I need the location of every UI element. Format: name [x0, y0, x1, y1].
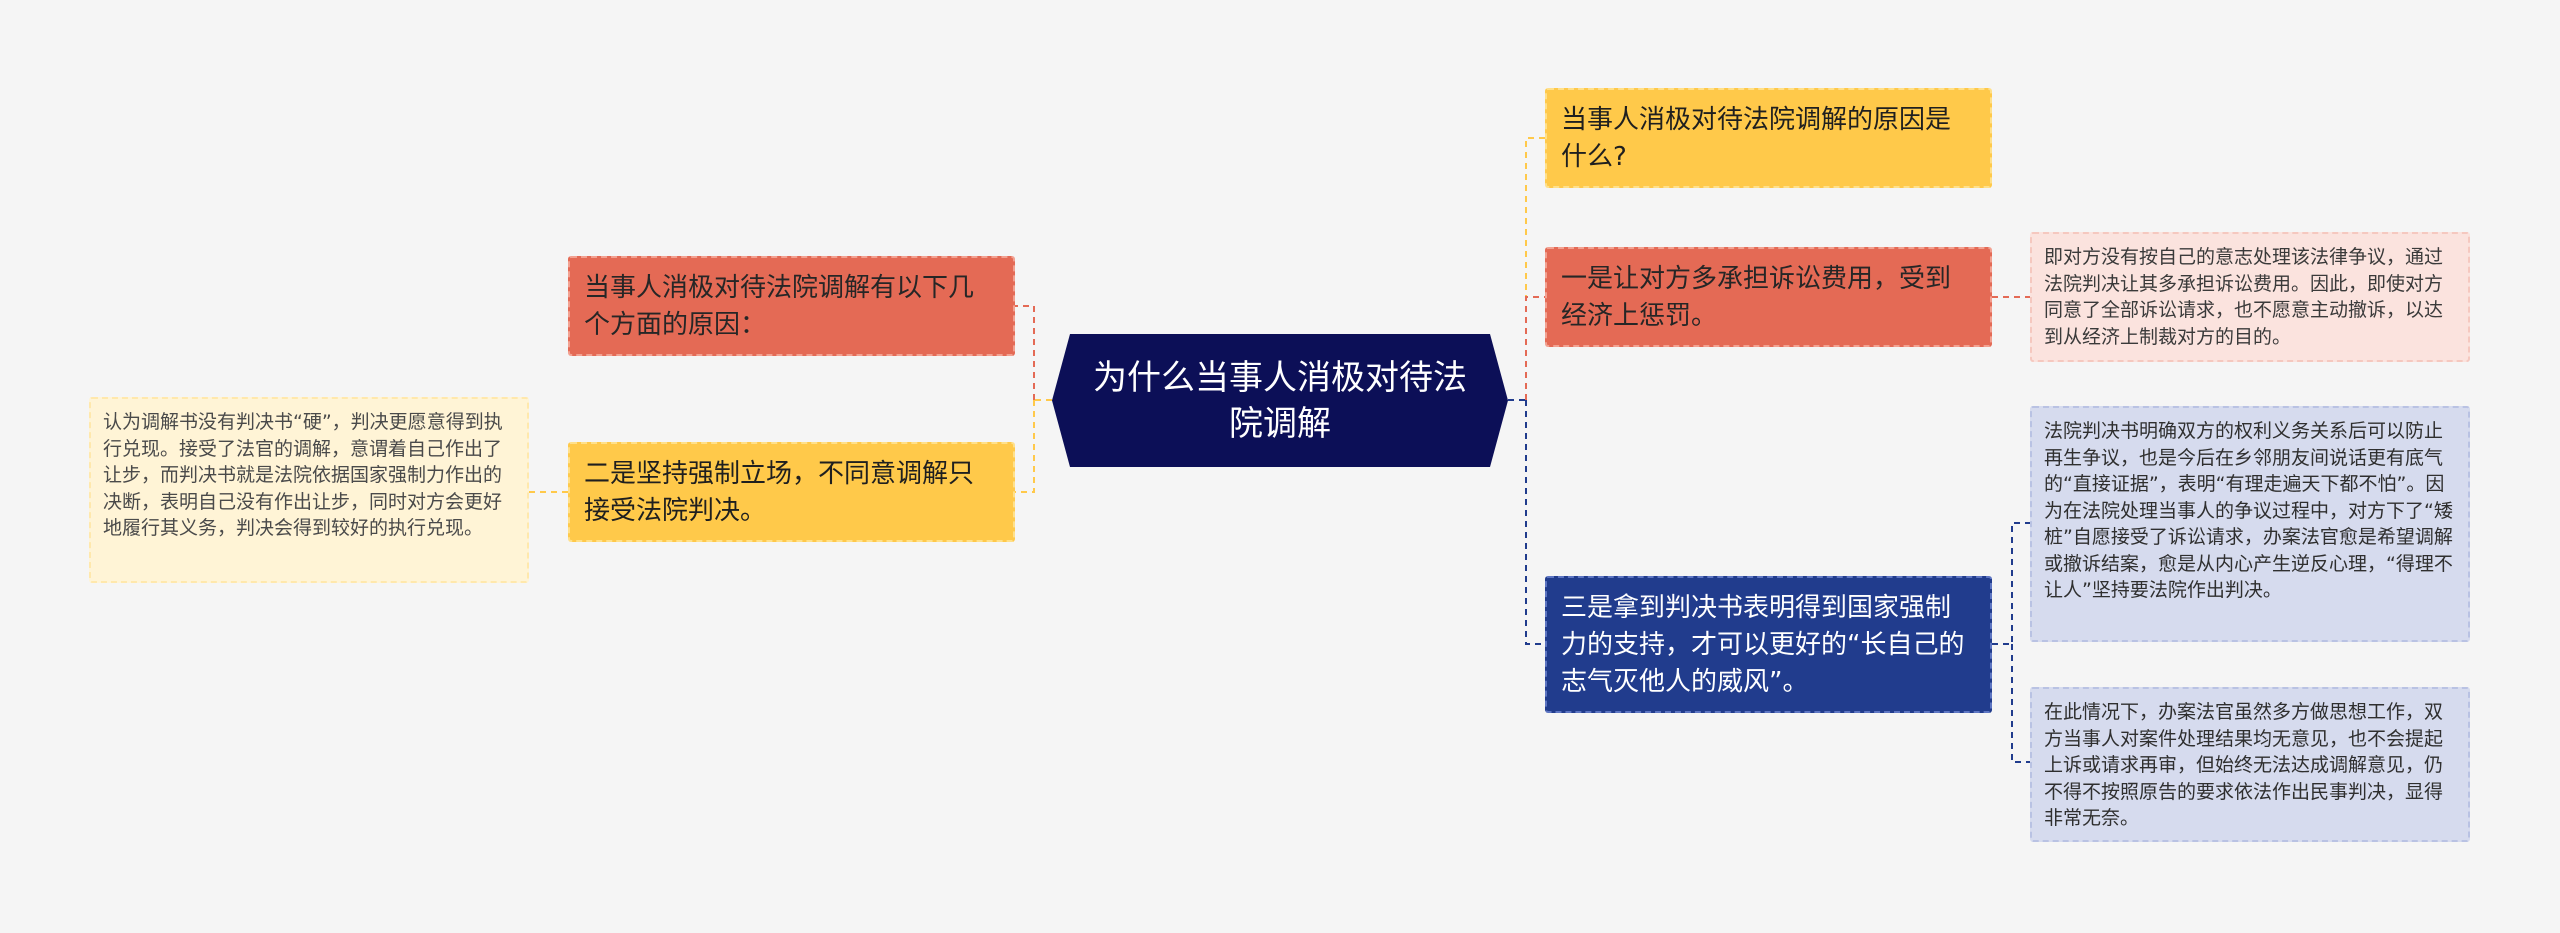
reason2-node[interactable]: 二是坚持强制立场，不同意调解只接受法院判决。: [568, 442, 1015, 542]
edge-reason2: [1015, 400, 1035, 493]
question-node[interactable]: 当事人消极对待法院调解的原因是什么?: [1545, 88, 1992, 188]
reason2-detail-node[interactable]: 认为调解书没有判决书“硬”，判决更愿意得到执行兑现。接受了法官的调解，意谓着自己…: [89, 397, 529, 583]
reason1-detail-text: 即对方没有按自己的意志处理该法律争议，通过法院判决让其多承担诉讼费用。因此，即使…: [2044, 246, 2444, 348]
edge-reason3: [1525, 400, 1545, 645]
root-shape: [1052, 334, 1508, 467]
reason3-detail2-text: 在此情况下，办案法官虽然多方做思想工作，双方当事人对案件处理结果均无意见，也不会…: [2044, 701, 2444, 829]
intro-text: 当事人消极对待法院调解有以下几个方面的原因：: [584, 273, 975, 340]
edge-question: [1525, 137, 1545, 400]
reason1-node[interactable]: 一是让对方多承担诉讼费用，受到经济上惩罚。: [1545, 247, 1992, 347]
root-title: 为什么当事人消极对待法院调解: [1093, 357, 1467, 444]
root-topic[interactable]: 为什么当事人消极对待法院调解: [1052, 334, 1508, 467]
reason3-text: 三是拿到判决书表明得到国家强制力的支持，才可以更好的“长自己的志气灭他人的威风”…: [1561, 593, 1965, 697]
edge-reason3-detail2: [2011, 644, 2030, 763]
reason2-detail-text: 认为调解书没有判决书“硬”，判决更愿意得到执行兑现。接受了法官的调解，意谓着自己…: [103, 411, 503, 539]
reason1-text: 一是让对方多承担诉讼费用，受到经济上惩罚。: [1561, 264, 1952, 331]
intro-node[interactable]: 当事人消极对待法院调解有以下几个方面的原因：: [568, 256, 1015, 356]
reason3-detail1-text: 法院判决书明确双方的权利义务关系后可以防止再生争议，也是今后在乡邻朋友间说话更有…: [2044, 420, 2453, 601]
reason3-node[interactable]: 三是拿到判决书表明得到国家强制力的支持，才可以更好的“长自己的志气灭他人的威风”…: [1545, 576, 1992, 713]
edge-intro: [1015, 305, 1035, 400]
reason2-text: 二是坚持强制立场，不同意调解只接受法院判决。: [584, 459, 975, 526]
reason3-detail1-node[interactable]: 法院判决书明确双方的权利义务关系后可以防止再生争议，也是今后在乡邻朋友间说话更有…: [2030, 406, 2470, 642]
question-text: 当事人消极对待法院调解的原因是什么?: [1561, 105, 1952, 172]
edge-reason3-detail1: [1992, 522, 2030, 645]
reason1-detail-node[interactable]: 即对方没有按自己的意志处理该法律争议，通过法院判决让其多承担诉讼费用。因此，即使…: [2030, 232, 2470, 362]
reason3-detail2-node[interactable]: 在此情况下，办案法官虽然多方做思想工作，双方当事人对案件处理结果均无意见，也不会…: [2030, 687, 2470, 842]
edge-reason1: [1525, 296, 1545, 400]
